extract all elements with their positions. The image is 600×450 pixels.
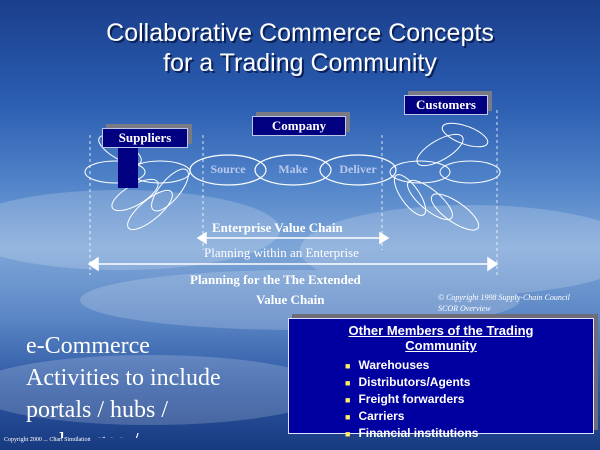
copyright-line-2: SCOR Overview (438, 304, 491, 313)
chain-label-make: Make (278, 162, 308, 176)
enterprise-arrow (196, 231, 390, 245)
company-box: Company (252, 116, 346, 136)
footer-copyright: Copyright 2000 ... Chart Simulation (4, 437, 91, 443)
list-item: ■Financial institutions (345, 426, 479, 440)
extended-arrow (87, 256, 499, 272)
copyright-line-1: © Copyright 1998 Supply-Chain Council (438, 293, 570, 302)
suppliers-box: Suppliers (102, 128, 188, 148)
square-bullet-icon: ■ (345, 429, 351, 439)
ecommerce-line-2: Activities to include (26, 365, 221, 391)
members-heading-line-1: Other Members of the Trading (348, 323, 534, 338)
chain-label-deliver: Deliver (339, 162, 377, 176)
list-item: ■Freight forwarders (345, 392, 465, 406)
enterprise-chain-label: Enterprise Value Chain (212, 220, 343, 235)
copyright-note: © Copyright 1998 Supply-Chain Council SC… (438, 292, 600, 314)
customer-loops (389, 122, 501, 231)
members-heading: Other Members of the Trading Community (289, 323, 593, 353)
square-bullet-icon: ■ (345, 361, 351, 371)
background-clouds (0, 190, 600, 425)
square-bullet-icon: ■ (345, 412, 351, 422)
planning-within-label: Planning within an Enterprise (204, 245, 359, 260)
planning-extended-label-2: Value Chain (256, 292, 325, 307)
list-item: ■Distributors/Agents (345, 375, 471, 389)
title-line-1: Collaborative Commerce Concepts (106, 19, 494, 47)
supplier-column (118, 146, 138, 188)
ecommerce-line-4: exchanges / (26, 426, 276, 438)
title-line-2: for a Trading Community (163, 49, 437, 77)
ecommerce-text: e-Commerce Activities to include portals… (26, 330, 276, 438)
customers-box: Customers (404, 95, 488, 115)
members-list: ■Warehouses ■Distributors/Agents ■Freigh… (345, 357, 593, 442)
square-bullet-icon: ■ (345, 395, 351, 405)
dashed-guides (89, 110, 498, 275)
ecommerce-line-3: portals / hubs / (26, 397, 168, 423)
square-bullet-icon: ■ (345, 378, 351, 388)
value-chain-ovals (189, 154, 397, 186)
planning-extended-label-1: Planning for the The Extended (190, 272, 361, 287)
ecommerce-line-1: e-Commerce (26, 333, 150, 359)
trading-members-box: Other Members of the Trading Community ■… (288, 318, 594, 440)
list-item: ■Carriers (345, 409, 405, 423)
chain-label-source: Source (210, 162, 246, 176)
members-heading-line-2: Community (405, 338, 477, 353)
slide-title: Collaborative Commerce Concepts for a Tr… (0, 18, 600, 78)
list-item: ■Warehouses (345, 358, 430, 372)
